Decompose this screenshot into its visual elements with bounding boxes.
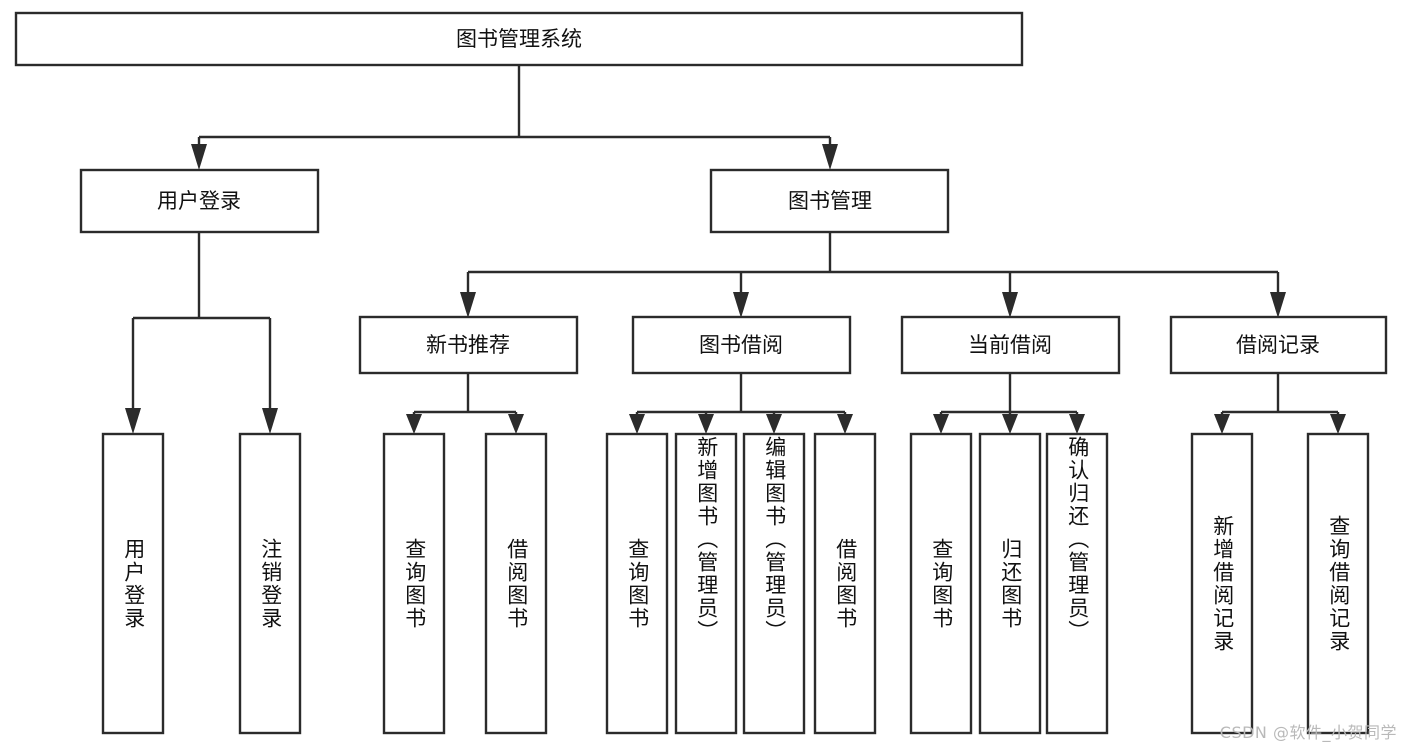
- node-leaf-query-book-1[interactable]: [382, 432, 446, 735]
- node-root[interactable]: [14, 11, 1024, 67]
- csdn-watermark: CSDN @软件_小贺同学: [1219, 723, 1397, 742]
- arrow-head-icon: [1270, 292, 1286, 318]
- arrow-head-icon: [629, 414, 645, 434]
- arrow-head-icon: [698, 414, 714, 434]
- node-leaf-logout[interactable]: [238, 432, 302, 735]
- arrow-head-icon: [1002, 292, 1018, 318]
- arrow-head-icon: [837, 414, 853, 434]
- node-new-book-recommend-label: 新书推荐: [426, 333, 510, 357]
- node-leaf-borrow-book-1[interactable]: [484, 432, 548, 735]
- node-leaf-user-login[interactable]: [101, 432, 165, 735]
- arrow-head-icon: [460, 292, 476, 318]
- node-leaf-confirm-return-admin[interactable]: [1045, 432, 1109, 735]
- node-layer: [14, 11, 1388, 735]
- arrow-head-icon: [733, 292, 749, 318]
- arrow-head-icon: [508, 414, 524, 434]
- node-book-management-label: 图书管理: [788, 189, 872, 213]
- node-current-borrow[interactable]: [900, 315, 1121, 375]
- connector-layer: [125, 65, 1346, 434]
- node-book-borrow[interactable]: [631, 315, 852, 375]
- node-user-login-label: 用户登录: [157, 189, 241, 213]
- arrow-head-icon: [125, 408, 141, 434]
- arrow-head-icon: [1330, 414, 1346, 434]
- node-leaf-query-book-2[interactable]: [605, 432, 669, 735]
- arrow-head-icon: [822, 144, 838, 170]
- node-book-management[interactable]: [709, 168, 950, 234]
- node-leaf-query-record[interactable]: [1306, 432, 1370, 735]
- node-leaf-return-book[interactable]: [978, 432, 1042, 735]
- node-borrow-record[interactable]: [1169, 315, 1388, 375]
- node-borrow-record-label: 借阅记录: [1236, 333, 1320, 357]
- arrow-head-icon: [1214, 414, 1230, 434]
- arrow-head-icon: [406, 414, 422, 434]
- node-book-borrow-label: 图书借阅: [699, 333, 783, 357]
- arrow-head-icon: [191, 144, 207, 170]
- node-root-label: 图书管理系统: [456, 27, 582, 51]
- node-leaf-edit-book-admin[interactable]: [742, 432, 806, 735]
- node-leaf-add-book-admin[interactable]: [674, 432, 738, 735]
- node-leaf-query-book-3[interactable]: [909, 432, 973, 735]
- arrow-head-icon: [1069, 414, 1085, 434]
- node-user-login[interactable]: [79, 168, 320, 234]
- arrow-head-icon: [766, 414, 782, 434]
- node-leaf-add-record[interactable]: [1190, 432, 1254, 735]
- node-current-borrow-label: 当前借阅: [968, 333, 1052, 357]
- arrow-head-icon: [262, 408, 278, 434]
- arrow-head-icon: [1002, 414, 1018, 434]
- horizontal-label-layer: 图书管理系统 用户登录 图书管理 新书推荐 图书借阅 当前借阅 借阅记录: [157, 27, 1320, 357]
- node-new-book-recommend[interactable]: [358, 315, 579, 375]
- arrow-head-icon: [933, 414, 949, 434]
- node-leaf-borrow-book-2[interactable]: [813, 432, 877, 735]
